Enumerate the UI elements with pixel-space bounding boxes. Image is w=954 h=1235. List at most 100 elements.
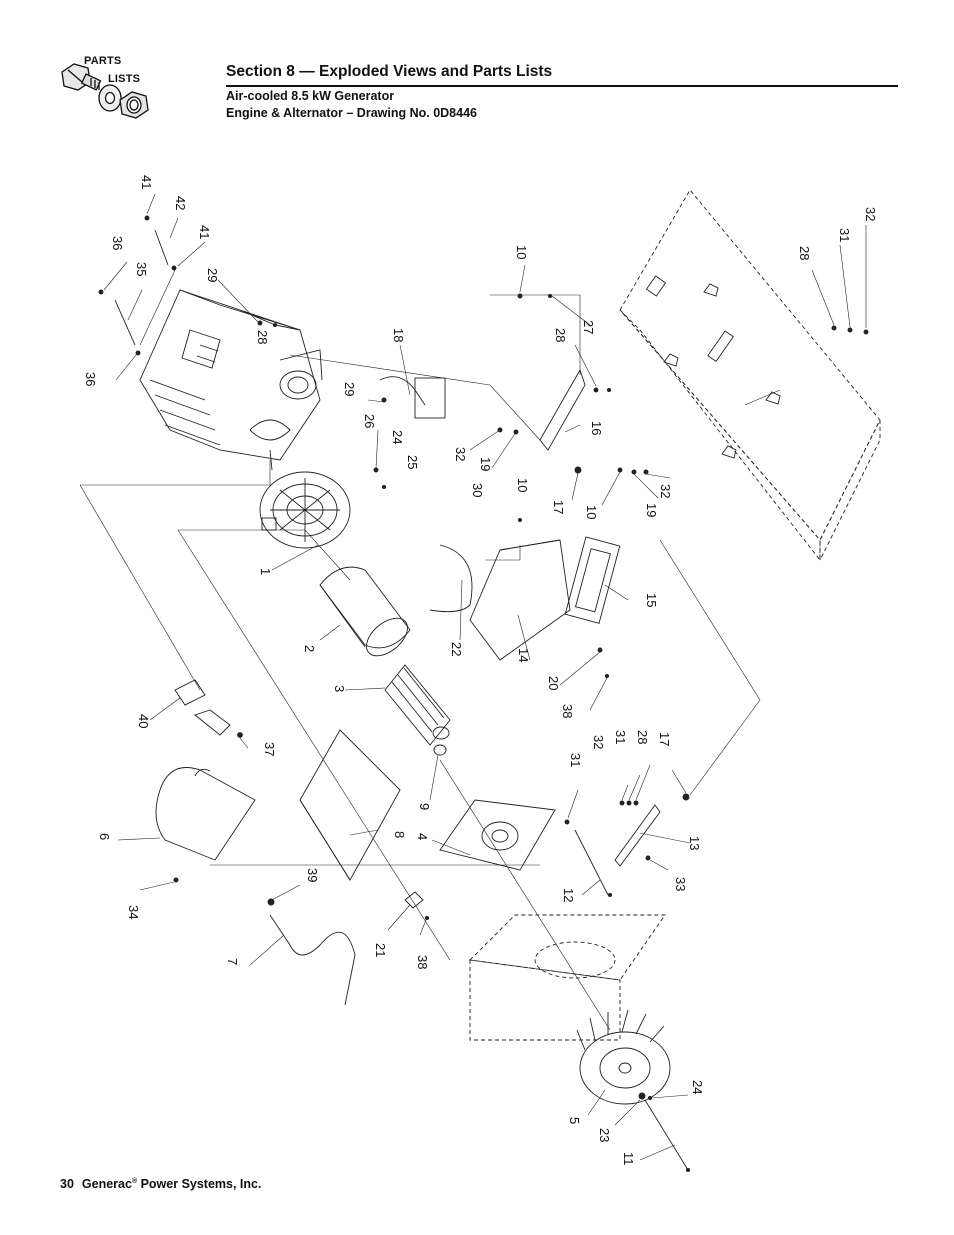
rear-bearing-carrier	[439, 799, 556, 871]
callout-4: 4	[415, 833, 430, 840]
retaining-band	[429, 544, 473, 613]
callout-31-bolt: 31	[568, 753, 583, 767]
callout-28-bracket: 28	[553, 328, 568, 342]
through-bolt-11	[644, 1099, 689, 1171]
callout-29: 29	[342, 382, 357, 396]
callout-33: 33	[673, 877, 688, 891]
engine-adapter	[259, 471, 351, 549]
section-title: Section 8 — Exploded Views and Parts Lis…	[226, 63, 553, 80]
stator-housing	[319, 566, 411, 657]
engine-block	[139, 289, 323, 471]
callout-39: 39	[305, 868, 320, 882]
callout-35: 35	[134, 262, 149, 276]
callout-1: 1	[258, 568, 273, 575]
callout-19-right: 19	[644, 503, 659, 517]
callout-24-fan: 24	[690, 1080, 705, 1094]
callout-32-base: 32	[863, 207, 878, 221]
page-number: 30	[60, 1177, 74, 1191]
callout-7: 7	[225, 958, 240, 965]
callout-5: 5	[567, 1117, 582, 1124]
callout-28-lower: 28	[635, 730, 650, 744]
stud-42	[154, 229, 169, 266]
callout-21: 21	[373, 943, 388, 957]
callout-19-left: 19	[478, 457, 493, 471]
page-footer: 30 Generac® Power Systems, Inc.	[60, 1177, 261, 1191]
callout-10-mid: 10	[515, 478, 530, 492]
support-bracket	[539, 368, 586, 451]
callout-22: 22	[449, 642, 464, 656]
rotor	[384, 664, 451, 746]
callout-25: 25	[405, 455, 420, 469]
callout-30: 30	[470, 483, 485, 497]
callout-29-engine: 29	[205, 268, 220, 282]
callout-6: 6	[97, 833, 112, 840]
company-name-rest: Power Systems, Inc.	[137, 1177, 262, 1191]
callout-31-base: 31	[837, 228, 852, 242]
through-bolt-12	[574, 829, 609, 896]
enclosure-base-details	[645, 275, 781, 459]
callout-12: 12	[561, 888, 576, 902]
hardware-fasteners	[98, 215, 869, 1173]
bolt-icon	[61, 63, 102, 91]
cooling-fan	[576, 1009, 671, 1105]
callout-14: 14	[516, 648, 531, 662]
rotor-bearing	[433, 744, 447, 756]
callout-9: 9	[417, 803, 432, 810]
callout-10-right: 10	[584, 505, 599, 519]
callout-28-base: 28	[797, 246, 812, 260]
callout-16: 16	[589, 421, 604, 435]
callout-31-lower: 31	[613, 730, 628, 744]
assembly-lines	[79, 269, 781, 1031]
ground-strap	[379, 376, 426, 406]
callout-24-upper: 24	[390, 430, 405, 444]
callout-34: 34	[126, 905, 141, 919]
callout-11: 11	[621, 1152, 636, 1166]
callout-20: 20	[546, 676, 561, 690]
callout-41-top: 41	[139, 175, 154, 189]
callout-3: 3	[332, 685, 347, 692]
callout-32-right: 32	[658, 484, 673, 498]
hex-nut-icon	[119, 91, 149, 119]
terminal-block	[404, 891, 424, 909]
callout-10-top: 10	[514, 245, 529, 259]
battery-tray	[564, 536, 621, 624]
enclosure-base-outline	[619, 189, 881, 562]
callout-40: 40	[136, 714, 151, 728]
callout-36-bottom: 36	[83, 372, 98, 386]
callout-32-lower: 32	[591, 735, 606, 749]
callout-32-left: 32	[453, 447, 468, 461]
muffler	[155, 767, 256, 861]
control-bracket	[469, 539, 571, 661]
callout-36-top: 36	[110, 236, 125, 250]
stud-35	[114, 299, 136, 346]
callout-42: 42	[173, 196, 188, 210]
callout-17-lower: 17	[657, 732, 672, 746]
callout-41: 41	[197, 225, 212, 239]
callout-38-upper: 38	[560, 704, 575, 718]
callout-2: 2	[302, 645, 317, 652]
callout-15: 15	[644, 593, 659, 607]
exhaust-gasket	[174, 679, 206, 706]
callout-23: 23	[597, 1128, 612, 1142]
parts-lists-logo	[61, 63, 149, 119]
header-rule	[226, 85, 898, 87]
logo-text-lists: LISTS	[108, 73, 141, 85]
callout-26: 26	[362, 414, 377, 428]
callout-13: 13	[687, 836, 702, 850]
fan-shroud-outline	[469, 914, 666, 1041]
callout-8: 8	[392, 831, 407, 838]
callout-18: 18	[391, 328, 406, 342]
callout-27: 27	[581, 320, 596, 334]
drawing-subtitle-model: Air-cooled 8.5 kW Generator	[226, 89, 395, 103]
callout-leaders	[103, 193, 867, 1161]
drawing-subtitle-number: Engine & Alternator – Drawing No. 0D8446	[226, 106, 477, 120]
exhaust-pipe	[269, 914, 356, 1006]
registered-mark: ®	[131, 1177, 138, 1185]
callout-28-engine: 28	[255, 330, 270, 344]
logo-text-parts: PARTS	[84, 55, 122, 67]
mount-bracket	[614, 804, 661, 867]
washer-icon	[98, 84, 122, 112]
company-name: Generac	[81, 1177, 132, 1191]
callout-17-top: 17	[551, 500, 566, 514]
